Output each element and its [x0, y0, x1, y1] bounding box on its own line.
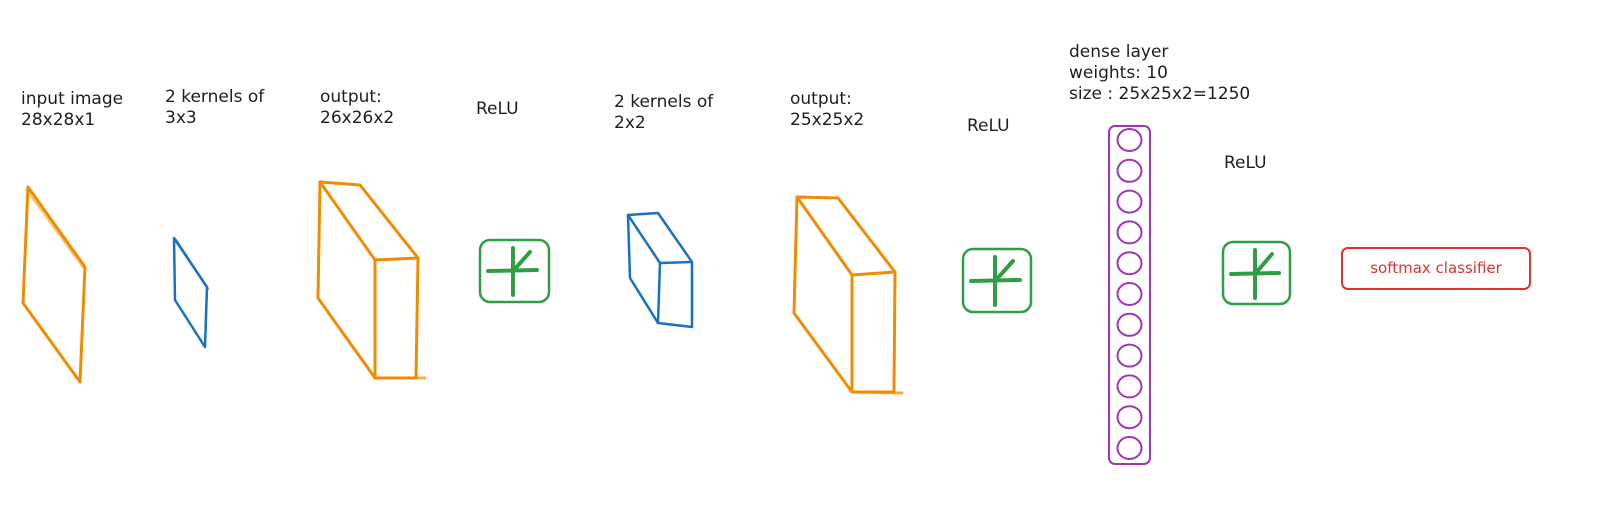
output-25x25x2-volume [792, 195, 904, 395]
kernel-2x2-volume [626, 211, 694, 329]
relu-activation-icon [478, 238, 551, 304]
relu-activation-icon [961, 247, 1033, 314]
dense-neuron [1116, 251, 1143, 276]
relu-3-label: ReLU [1224, 153, 1267, 173]
output-26x26x2-volume [316, 180, 427, 380]
dense-layer-column [1108, 125, 1151, 465]
relu-1-label: ReLU [476, 99, 519, 119]
softmax-classifier-box: softmax classifier [1341, 247, 1531, 290]
dense-neuron [1116, 374, 1143, 399]
dense-neuron [1116, 282, 1143, 306]
relu-2-label: ReLU [967, 116, 1010, 136]
dense-neuron [1116, 189, 1143, 214]
output-2-label: output:25x25x2 [790, 89, 865, 130]
dense-neuron [1116, 128, 1143, 152]
input-image-shape [21, 185, 87, 384]
dense-neuron [1116, 436, 1143, 460]
kernel-3x3-shape [172, 236, 210, 349]
dense-neuron [1116, 220, 1143, 245]
relu-activation-icon [1221, 240, 1292, 306]
dense-neuron [1116, 158, 1143, 183]
dense-neuron [1116, 343, 1143, 368]
dense-neuron [1116, 405, 1143, 430]
dense-neuron [1116, 312, 1143, 337]
output-1-label: output:26x26x2 [320, 87, 395, 128]
softmax-classifier-label: softmax classifier [1370, 259, 1502, 277]
